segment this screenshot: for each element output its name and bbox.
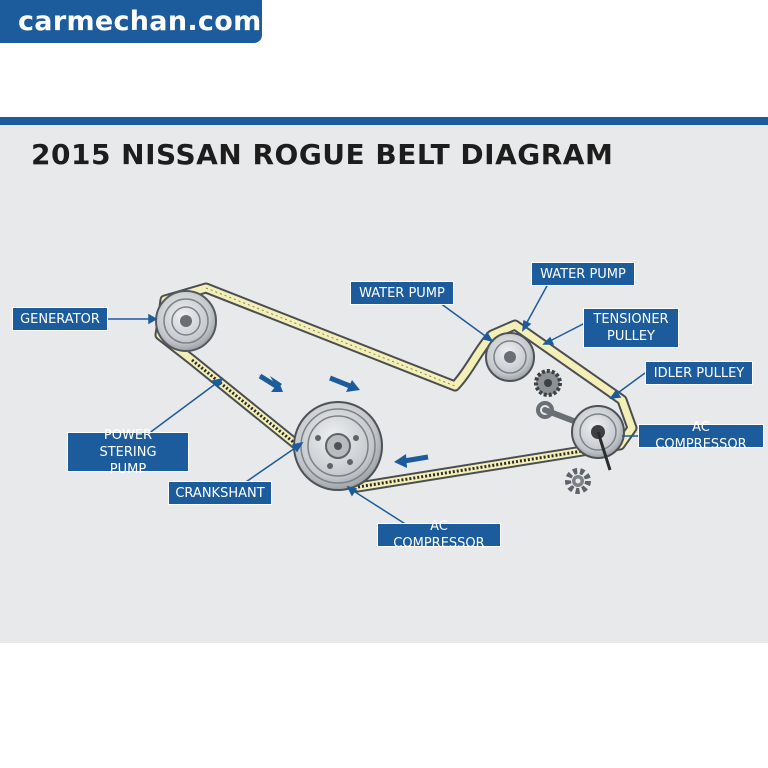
label-power-steering-pump: POWER STERING PUMP: [67, 428, 189, 477]
label-crankshaft: CRANKSHANT: [168, 481, 272, 505]
label-tensioner-pulley: TENSIONER PULLEY: [583, 308, 679, 348]
direction-arrow-icon: [329, 375, 360, 392]
serpentine-belt: [154, 282, 638, 493]
label-generator: GENERATOR: [12, 307, 108, 331]
leader-lines: [107, 283, 646, 528]
direction-arrow-icon: [394, 454, 429, 468]
site-logo[interactable]: carmechan.com: [0, 0, 262, 43]
water-pump-pulley: [485, 332, 535, 382]
label-ac-compressor-right: AC COMPRESSOR: [638, 420, 764, 452]
label-water-pump-right: WATER PUMP: [531, 262, 635, 286]
direction-arrow-icon: [258, 373, 283, 392]
label-idler-pulley: IDLER PULLEY: [645, 361, 753, 385]
generator-pulley: [155, 290, 217, 352]
ac-compressor-pulley: [571, 405, 625, 471]
label-water-pump-left: WATER PUMP: [350, 281, 454, 305]
diagram-panel: [0, 125, 768, 643]
gear-icon: [565, 468, 591, 494]
header-divider: [0, 117, 768, 125]
crankshaft-pulley: [293, 401, 383, 491]
page-title: 2015 NISSAN ROGUE BELT DIAGRAM: [31, 138, 614, 171]
label-ac-compressor-bottom: AC COMPRESSOR: [377, 519, 501, 551]
tensioner-gear: [534, 369, 562, 397]
